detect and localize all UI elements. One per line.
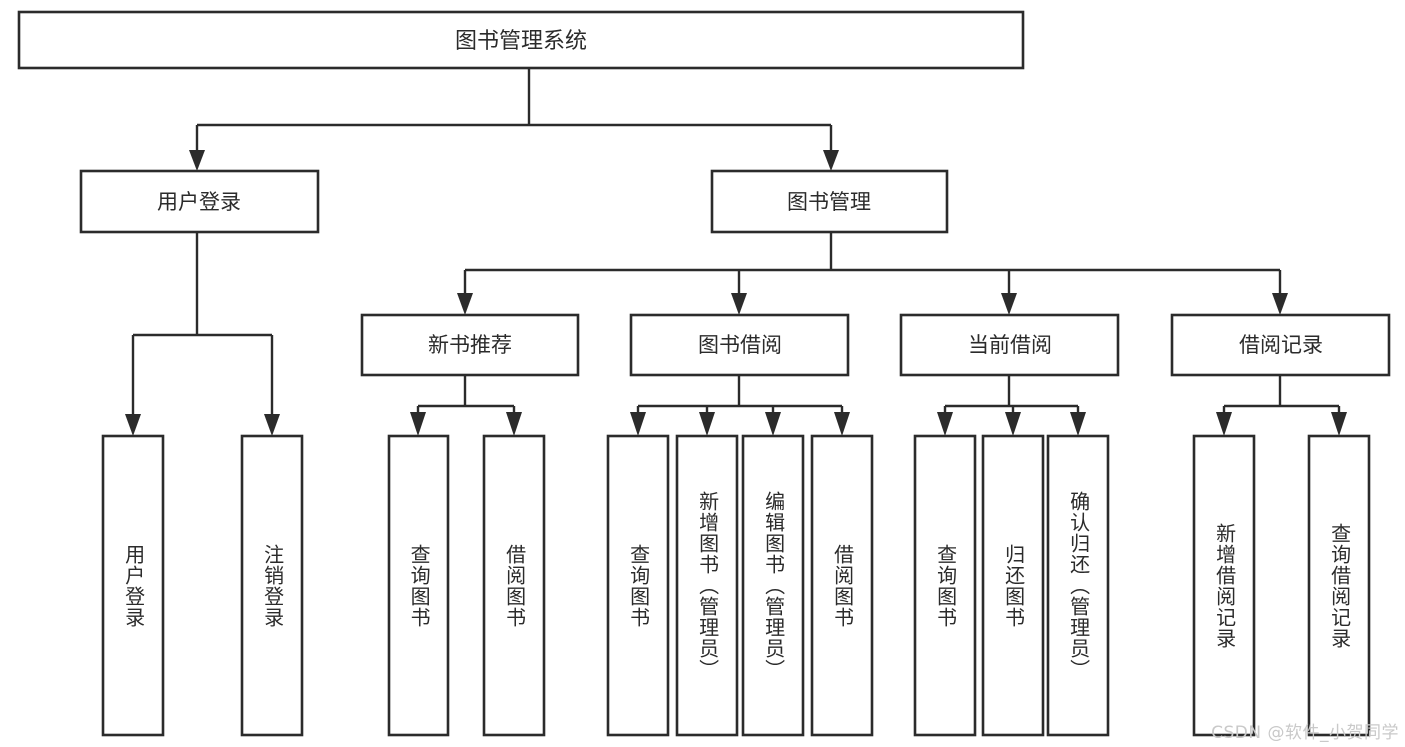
- node-current-borrow-label: 当前借阅: [968, 333, 1052, 357]
- watermark-text: CSDN @软件_小贺同学: [1211, 723, 1399, 743]
- arrowhead-nb-leaf-2: [506, 412, 522, 436]
- leaf-label-logout: 注销登录: [260, 543, 285, 628]
- leaf-box-cb-confirm-return[interactable]: [1046, 434, 1110, 737]
- arrowhead-cb-leaf-2: [1005, 412, 1021, 436]
- arrowhead-br-leaf-2: [1331, 412, 1347, 436]
- leaf-label-cb-confirm-return: 确认归还（管理员）: [1066, 491, 1091, 680]
- arrowhead-leaf-user-login: [125, 414, 141, 436]
- node-borrow-record[interactable]: 借阅记录: [1170, 313, 1391, 377]
- leaf-box-bb-query-book[interactable]: [606, 434, 670, 737]
- node-current-borrow[interactable]: 当前借阅: [899, 313, 1120, 377]
- node-book-borrow[interactable]: 图书借阅: [629, 313, 850, 377]
- leaf-label-nb-borrow-book: 借阅图书: [502, 543, 527, 628]
- arrowhead-new-book: [457, 293, 473, 315]
- node-user-login-box[interactable]: [79, 169, 320, 234]
- node-root-label: 图书管理系统: [455, 29, 587, 54]
- arrowhead-bb-leaf-1: [630, 412, 646, 436]
- node-user-login-label: 用户登录: [157, 190, 241, 214]
- arrowhead-bb-leaf-3: [765, 412, 781, 436]
- leaf-box-group: [101, 434, 1371, 737]
- leaf-box-bb-add-book[interactable]: [675, 434, 739, 737]
- node-borrow-record-label: 借阅记录: [1239, 333, 1323, 357]
- node-user-login[interactable]: 用户登录: [79, 169, 320, 234]
- arrowhead-user-login: [189, 150, 205, 171]
- arrowhead-bb-leaf-2: [699, 412, 715, 436]
- arrowhead-book-manage: [823, 150, 839, 171]
- arrowhead-cb-leaf-3: [1070, 412, 1086, 436]
- leaf-box-cb-query-book[interactable]: [913, 434, 977, 737]
- node-new-book-recommend[interactable]: 新书推荐: [360, 313, 580, 377]
- node-root-box[interactable]: [17, 10, 1025, 70]
- node-book-manage-label: 图书管理: [787, 190, 871, 214]
- leaf-box-cb-return-book[interactable]: [981, 434, 1045, 737]
- arrowhead-br-leaf-1: [1216, 412, 1232, 436]
- leaf-label-br-add-record: 新增借阅记录: [1212, 522, 1237, 649]
- leaf-box-nb-query-book[interactable]: [387, 434, 450, 737]
- leaf-label-bb-edit-book: 编辑图书（管理员）: [761, 491, 786, 680]
- leaf-label-cb-return-book: 归还图书: [1001, 543, 1026, 628]
- leaf-box-logout[interactable]: [240, 434, 304, 737]
- leaf-label-br-query-record: 查询借阅记录: [1327, 522, 1352, 649]
- arrowhead-bb-leaf-4: [834, 412, 850, 436]
- node-book-borrow-box[interactable]: [629, 313, 850, 377]
- leaf-box-br-add-record[interactable]: [1192, 434, 1256, 737]
- arrowhead-cb-leaf-1: [937, 412, 953, 436]
- node-root[interactable]: 图书管理系统: [17, 10, 1025, 70]
- leaf-box-bb-borrow-book[interactable]: [810, 434, 874, 737]
- node-book-manage-box[interactable]: [710, 169, 949, 234]
- leaf-label-nb-query-book: 查询图书: [407, 543, 432, 628]
- node-book-manage[interactable]: 图书管理: [710, 169, 949, 234]
- arrowhead-leaf-logout: [264, 414, 280, 436]
- leaf-label-bb-query-book: 查询图书: [626, 543, 651, 628]
- node-borrow-record-box[interactable]: [1170, 313, 1391, 377]
- node-new-book-recommend-box[interactable]: [360, 313, 580, 377]
- connector-group: [125, 68, 1347, 436]
- leaf-label-bb-add-book: 新增图书（管理员）: [695, 491, 720, 680]
- leaf-label-cb-query-book: 查询图书: [933, 543, 958, 628]
- arrowhead-book-borrow: [731, 293, 747, 315]
- node-book-borrow-label: 图书借阅: [698, 333, 782, 357]
- leaf-box-user-login[interactable]: [101, 434, 165, 737]
- arrowhead-borrow-record: [1272, 293, 1288, 315]
- leaf-box-bb-edit-book[interactable]: [741, 434, 805, 737]
- arrowhead-current-borrow: [1001, 293, 1017, 315]
- node-current-borrow-box[interactable]: [899, 313, 1120, 377]
- leaf-box-nb-borrow-book[interactable]: [482, 434, 546, 737]
- leaf-label-bb-borrow-book: 借阅图书: [830, 543, 855, 628]
- leaf-box-br-query-record[interactable]: [1307, 434, 1371, 737]
- arrowhead-nb-leaf-1: [410, 412, 426, 436]
- node-new-book-recommend-label: 新书推荐: [428, 333, 512, 357]
- leaf-label-user-login: 用户登录: [121, 543, 146, 628]
